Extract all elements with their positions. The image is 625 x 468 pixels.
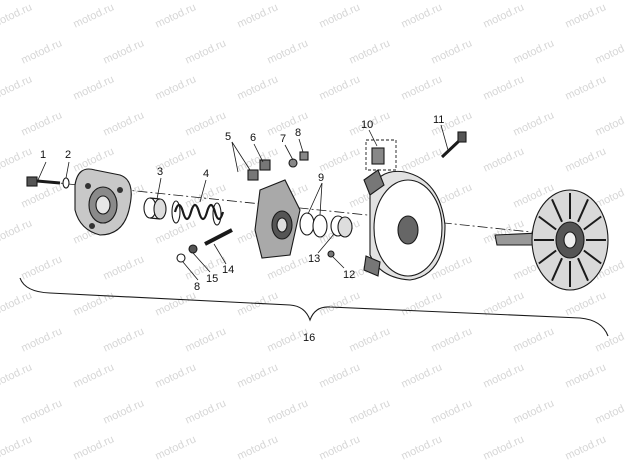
part-fixed-sheave	[494, 189, 609, 291]
callout-8-top: 8	[295, 127, 301, 139]
fan-fin	[583, 215, 602, 231]
part-cover	[74, 168, 132, 236]
callout-7: 7	[280, 133, 286, 145]
callout-14: 14	[222, 264, 234, 276]
part-bushing	[143, 197, 167, 220]
callout-8-bottom: 8	[194, 281, 200, 293]
callout-15: 15	[206, 273, 218, 285]
fan-fin	[538, 249, 557, 265]
assembly-bracket	[19, 277, 609, 337]
part-washer	[62, 177, 70, 189]
callout-3: 3	[157, 166, 163, 178]
callout-6: 6	[250, 132, 256, 144]
part-movable-sheave	[363, 169, 446, 281]
part-spring	[171, 200, 225, 226]
callout-16: 16	[303, 332, 315, 344]
fan-fin	[551, 198, 563, 223]
callout-11: 11	[433, 114, 444, 126]
callout-2: 2	[65, 149, 71, 161]
callout-9: 9	[318, 172, 324, 184]
fan-fin	[583, 249, 602, 265]
callout-1: 1	[40, 149, 46, 161]
fan-fin	[551, 257, 563, 282]
part-bolt	[26, 176, 61, 187]
fan-fin	[538, 215, 557, 231]
part-spider	[247, 151, 309, 259]
callout-labels: 1 2 3 4 5 6 7 8 9 10 11 12 13 14 15 8 16	[40, 114, 444, 344]
part-long-bolt	[440, 131, 467, 159]
callout-leaders	[37, 124, 449, 281]
callout-10: 10	[361, 119, 373, 131]
part-rollers	[299, 212, 328, 238]
callout-5: 5	[225, 131, 231, 143]
fan-fin	[577, 257, 589, 282]
part-ring	[327, 215, 353, 258]
callout-4: 4	[203, 168, 209, 180]
part-roller-arm	[365, 139, 397, 171]
callout-12: 12	[343, 269, 355, 281]
part-pin	[176, 228, 233, 263]
fan-fin	[577, 198, 589, 223]
callout-13: 13	[308, 253, 320, 265]
